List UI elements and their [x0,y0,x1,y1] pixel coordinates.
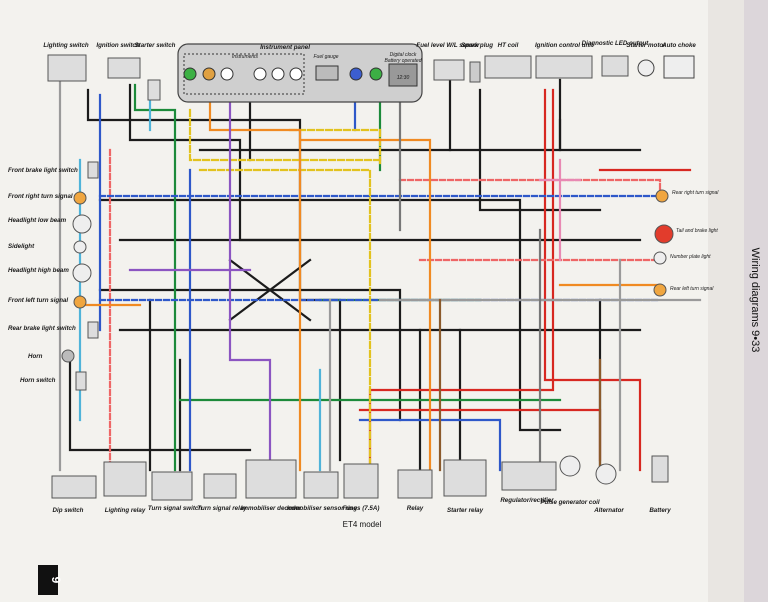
sidelight-lamp [73,240,87,254]
label-auto-choke: Auto choke [661,42,696,49]
label-dip-switch: Dip switch [53,507,84,514]
label-immobiliser-sensor-ring: Immobiliser sensor ring [287,505,357,512]
label-fuel-level-sensor: Fuel level W/L sensor [416,42,480,49]
turn-signal-relay-block [203,473,237,499]
number-plate-lamp [653,251,667,265]
label-horn-switch: Horn switch [20,377,56,384]
warning-lamp-white [220,67,234,81]
label-lighting-relay: Lighting relay [105,507,146,514]
label-fuel-gauge: Fuel gauge [313,54,338,60]
section-header: Wiring diagrams 9•33 [749,248,761,353]
label-battery-operated: Battery operated [385,58,422,64]
label-pulse-generator-coil: Pulse generator coil [540,499,599,506]
immobiliser-decoder-block [245,459,297,499]
headlight-low-lamp [72,214,92,234]
page-number-tab [38,565,58,595]
label-rear-left-turn: Rear left turn signal [670,286,714,292]
label-front-left-turn: Front left turn signal [8,297,68,304]
ignition-switch-block [107,57,141,79]
clock-readout: 12:30 [397,75,410,81]
label-instruments: Instruments [232,54,259,60]
label-spark-plug: Spark plug [461,42,493,49]
digital-clock [388,63,418,87]
warning-lamp-green-2 [369,67,383,81]
battery-block [651,455,669,483]
label-relay: Relay [407,505,424,512]
label-tail-brake-light: Tail and brake light [676,228,718,234]
rear-brake-switch [87,321,99,339]
rear-right-turn-lamp [655,189,669,203]
immobiliser-sensor-ring-block [303,471,339,499]
front-right-turn-lamp [73,191,87,205]
label-starter-relay: Starter relay [447,507,484,514]
starter-switch-block [147,79,161,101]
label-number-plate-light: Number plate light [670,254,711,260]
label-immobiliser-decoder: Immobiliser decoder [241,505,302,512]
label-instrument-panel: Instrument panel [260,44,310,51]
dip-switch-block [51,475,97,499]
starter-motor [637,59,655,77]
label-turn-signal-switch: Turn signal switch [148,505,202,512]
alternator [595,463,617,485]
label-front-brake-switch: Front brake light switch [8,167,78,174]
label-rear-right-turn: Rear right turn signal [672,190,719,196]
starter-relay-block [443,459,487,497]
ignition-control-unit [535,55,593,79]
label-ignition-switch: Ignition switch [96,42,140,49]
horn-switch [75,371,87,391]
label-fuses: Fuses (7.5A) [343,505,380,512]
label-headlight-low: Headlight low beam [8,217,67,224]
pulse-generator-coil [559,455,581,477]
label-starter-motor: Starter motor [626,42,666,49]
auto-choke [663,55,695,79]
label-digital-clock: Digital clock [390,52,417,58]
label-battery: Battery [649,507,671,514]
label-lighting-switch: Lighting switch [43,42,89,49]
spark-plug [469,61,481,83]
page-number: 9 [49,577,63,584]
lighting-switch-block [47,54,87,82]
regulator-rectifier-block [501,461,557,491]
relay-block [397,469,433,499]
label-ignition-control-unit: Ignition control unit [535,42,594,49]
front-brake-switch [87,161,99,179]
label-headlight-high: Headlight high beam [8,267,69,274]
label-ht-coil: HT coil [498,42,519,49]
diagram-caption: ET4 model [343,520,382,529]
warning-lamp-blue [349,67,363,81]
tail-brake-lamp [654,224,674,244]
ht-coil [484,55,532,79]
fuel-gauge [315,65,339,81]
fuel-level-sensor [433,59,465,81]
instrument-lamp-1 [253,67,267,81]
label-horn: Horn [28,353,43,360]
instrument-lamp-2 [271,67,285,81]
label-turn-signal-relay: Turn signal relay [197,505,247,512]
horn [61,349,75,363]
front-left-turn-lamp [73,295,87,309]
wire-harness [58,68,702,472]
label-alternator: Alternator [593,507,624,514]
label-diagnostic-led: Diagnostic LED output [582,40,650,47]
diagnostic-led [601,55,629,77]
warning-lamp-amber [202,67,216,81]
turn-signal-switch-block [151,471,193,501]
label-front-right-turn: Front right turn signal [8,193,73,200]
rear-left-turn-lamp [653,283,667,297]
warning-lamp-green [183,67,197,81]
label-rear-brake-switch: Rear brake light switch [8,325,76,332]
headlight-high-lamp [72,263,92,283]
label-regulator-rectifier: Regulator/rectifier [500,497,554,504]
lighting-relay-block [103,461,147,497]
label-starter-switch: Starter switch [135,42,176,49]
fuses-block [343,463,379,499]
book-spine [744,0,768,602]
instrument-lamp-3 [289,67,303,81]
label-sidelight: Sidelight [8,243,35,250]
